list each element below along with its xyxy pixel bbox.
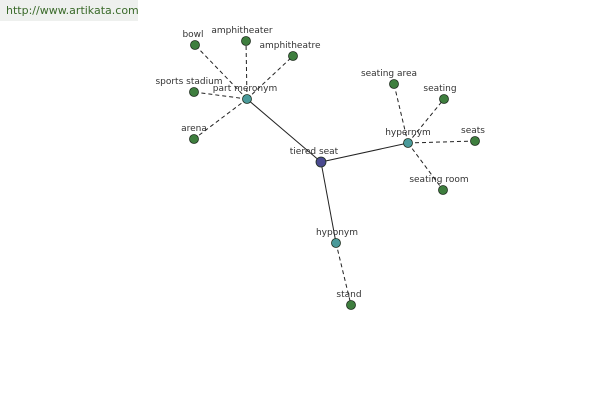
edge-bowl bbox=[194, 44, 248, 100]
node-seats[interactable] bbox=[470, 136, 480, 146]
label-seating-area[interactable]: seating area bbox=[361, 69, 417, 79]
label-part-meronym[interactable]: part meronym bbox=[213, 84, 277, 94]
source-url-bar: http://www.artikata.com bbox=[0, 0, 139, 21]
node-tiered-seat[interactable] bbox=[315, 156, 327, 168]
node-seating[interactable] bbox=[439, 94, 449, 104]
edge-part-meronym bbox=[246, 98, 322, 163]
graph-nodes bbox=[189, 36, 480, 310]
edge-hypernym bbox=[320, 142, 409, 163]
label-seating-room[interactable]: seating room bbox=[409, 175, 468, 185]
node-stand[interactable] bbox=[346, 300, 356, 310]
node-hypernym[interactable] bbox=[403, 138, 413, 148]
graph-labels: bowl amphitheater amphitheatre sports stadi… bbox=[155, 26, 485, 300]
source-url[interactable]: http://www.artikata.com bbox=[6, 4, 139, 17]
edge-amphitheater bbox=[245, 40, 248, 100]
label-sports-stadium[interactable]: sports stadium bbox=[155, 77, 222, 87]
node-amphitheatre[interactable] bbox=[288, 51, 298, 61]
label-arena[interactable]: arena bbox=[181, 124, 207, 134]
label-seats[interactable]: seats bbox=[461, 126, 485, 136]
node-seating-area[interactable] bbox=[389, 79, 399, 89]
label-hypernym[interactable]: hypernym bbox=[385, 128, 431, 138]
edge-hyponym bbox=[320, 161, 337, 244]
label-amphitheatre[interactable]: amphitheatre bbox=[259, 41, 321, 51]
edge-seating bbox=[407, 98, 445, 144]
node-bowl[interactable] bbox=[190, 40, 200, 50]
edge-sports-stadium bbox=[193, 91, 248, 100]
edge-seats bbox=[407, 140, 476, 144]
node-sports-stadium[interactable] bbox=[189, 87, 199, 97]
node-arena[interactable] bbox=[189, 134, 199, 144]
label-tiered-seat[interactable]: tiered seat bbox=[290, 147, 339, 157]
node-hyponym[interactable] bbox=[331, 238, 341, 248]
node-seating-room[interactable] bbox=[438, 185, 448, 195]
node-part-meronym[interactable] bbox=[242, 94, 252, 104]
edge-seating-area bbox=[393, 83, 409, 144]
edge-seating-room bbox=[407, 142, 444, 191]
label-stand[interactable]: stand bbox=[336, 290, 361, 300]
edge-amphitheatre bbox=[246, 55, 294, 100]
edge-stand bbox=[335, 242, 352, 306]
label-hyponym[interactable]: hyponym bbox=[316, 228, 358, 238]
label-amphitheater[interactable]: amphitheater bbox=[211, 26, 273, 36]
label-seating[interactable]: seating bbox=[423, 84, 456, 94]
graph-edges bbox=[193, 40, 476, 306]
label-bowl[interactable]: bowl bbox=[182, 30, 203, 40]
node-amphitheater[interactable] bbox=[241, 36, 251, 46]
